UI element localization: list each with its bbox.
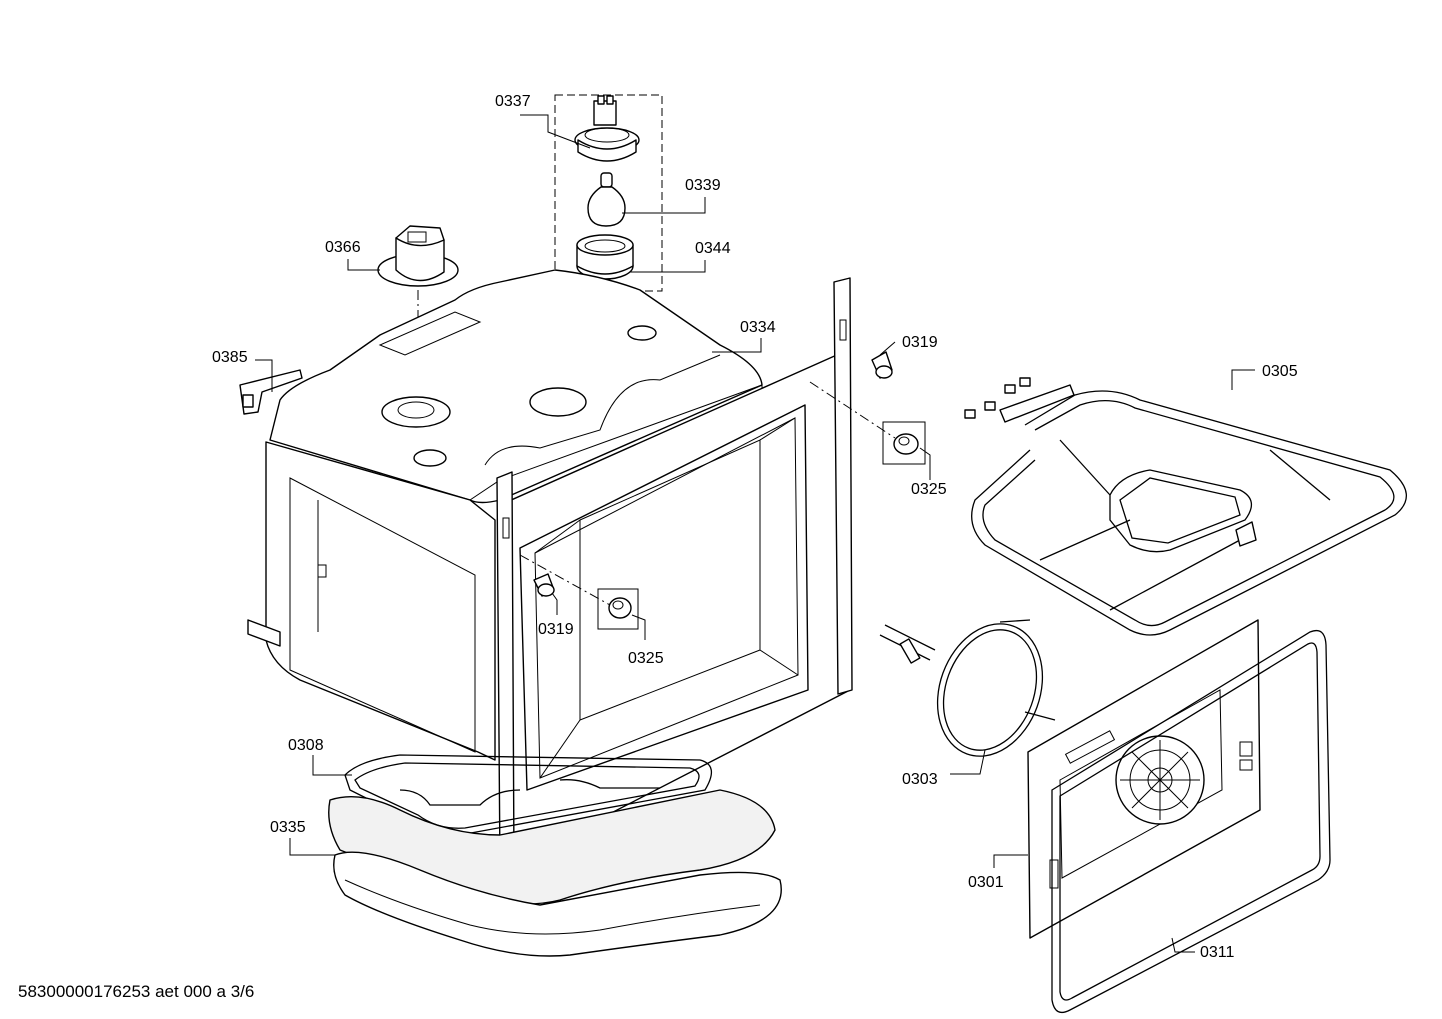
label-0303: 0303 bbox=[902, 771, 938, 788]
lamp-socket-part bbox=[574, 95, 640, 162]
insulation-mat-part bbox=[328, 789, 782, 957]
label-0311: 0311 bbox=[1200, 944, 1235, 961]
label-0305: 0305 bbox=[1262, 363, 1298, 380]
label-0335: 0335 bbox=[270, 819, 306, 836]
oven-cavity-part bbox=[247, 269, 853, 869]
part-labels: 0337 0339 0344 0366 0334 0385 0319 0325 … bbox=[212, 93, 1298, 961]
label-0344: 0344 bbox=[695, 240, 731, 257]
label-0339: 0339 bbox=[685, 177, 721, 194]
label-0301: 0301 bbox=[968, 874, 1004, 891]
hinge-bracket-part bbox=[239, 369, 303, 415]
grill-heater-part bbox=[964, 377, 1407, 636]
label-0337: 0337 bbox=[495, 93, 531, 110]
label-0334: 0334 bbox=[740, 319, 776, 336]
lamp-glass-small-right bbox=[882, 421, 926, 465]
leader-lines bbox=[255, 114, 1255, 953]
ring-heater-part bbox=[879, 619, 1056, 757]
document-id: 58300000176253 aet 000 a 3/6 bbox=[18, 982, 255, 1001]
lamp-holder-small-left bbox=[533, 573, 555, 597]
label-0325-left: 0325 bbox=[628, 650, 664, 667]
label-0308: 0308 bbox=[288, 737, 324, 754]
fan-motor-part bbox=[377, 225, 459, 400]
lamp-bulb-part bbox=[587, 172, 626, 227]
lamp-cover-part bbox=[576, 234, 634, 280]
label-0319-left: 0319 bbox=[538, 621, 574, 638]
label-0385: 0385 bbox=[212, 349, 248, 366]
lamp-glass-small-left bbox=[597, 588, 639, 630]
lamp-assembly-group bbox=[554, 94, 663, 400]
label-0319-right: 0319 bbox=[902, 334, 938, 351]
label-0325-right: 0325 bbox=[911, 481, 947, 498]
door-seal-part bbox=[1051, 629, 1331, 1014]
label-0366: 0366 bbox=[325, 239, 361, 256]
lamp-holder-small-right bbox=[871, 351, 893, 379]
back-panel-part bbox=[1027, 619, 1261, 939]
